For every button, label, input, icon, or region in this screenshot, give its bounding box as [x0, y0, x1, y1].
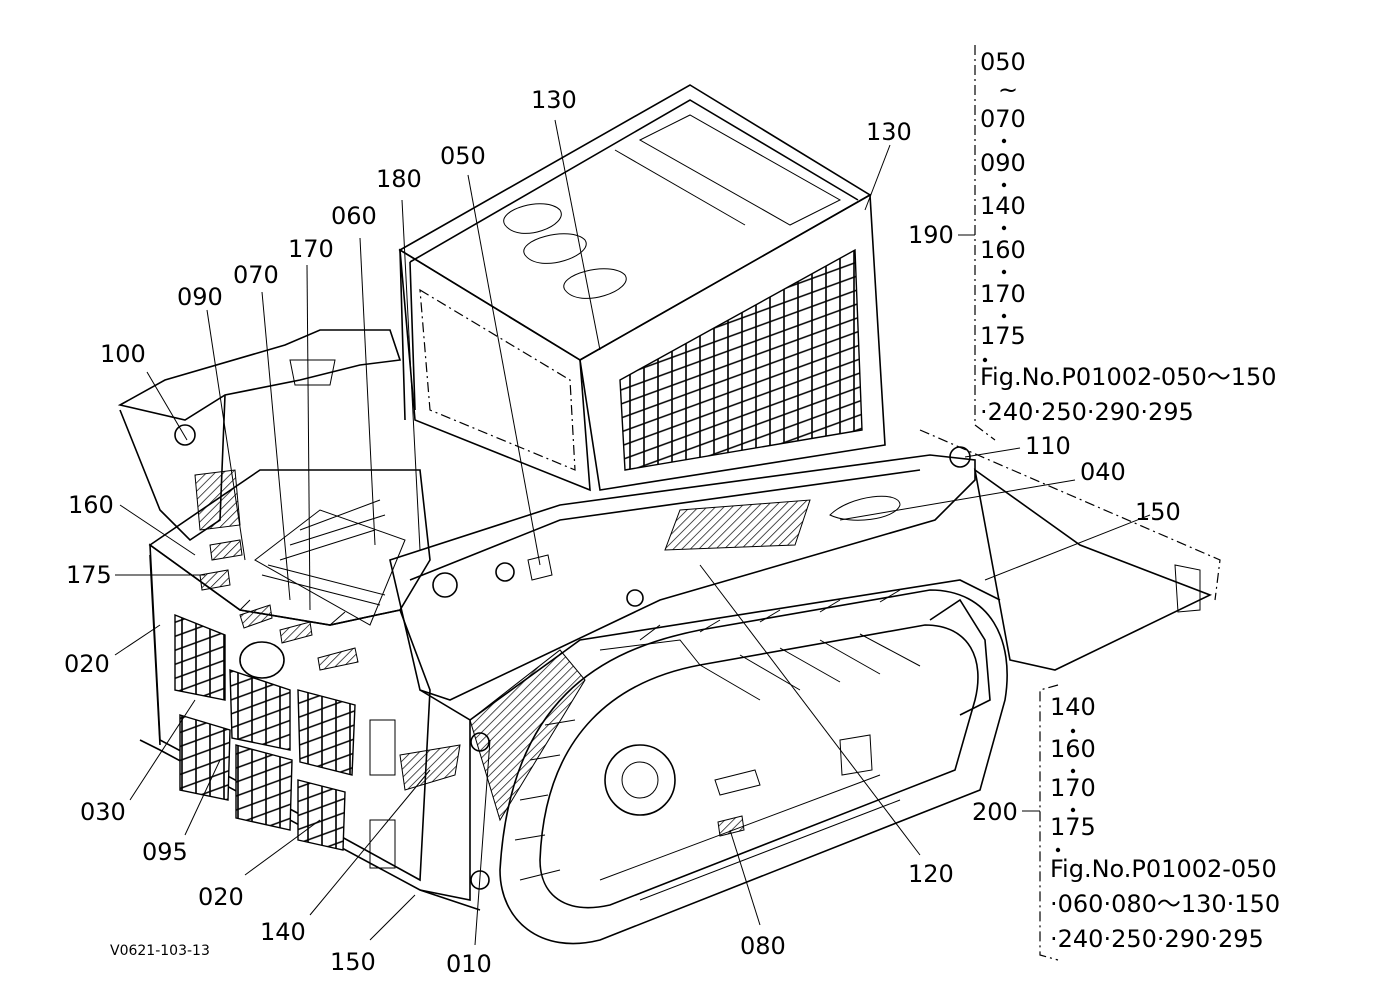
label-040: 040	[1080, 458, 1126, 486]
g200-ref-1: Fig.No.P01002-050	[1050, 855, 1277, 883]
label-080: 080	[740, 932, 786, 960]
g200-item-1: 160	[1050, 735, 1096, 763]
label-140: 140	[260, 918, 306, 946]
g200-item-2: 170	[1050, 774, 1096, 802]
label-170: 170	[288, 235, 334, 263]
label-130-right: 130	[866, 118, 912, 146]
g200-item-0: 140	[1050, 693, 1096, 721]
g190-item-0: 050	[980, 48, 1026, 76]
label-100: 100	[100, 340, 146, 368]
bracket-190	[974, 45, 996, 441]
label-110: 110	[1025, 432, 1071, 460]
drawing-code: V0621-103-13	[110, 943, 210, 959]
g200-ref-2: ·060·080～130·150	[1050, 890, 1280, 918]
label-030: 030	[80, 798, 126, 826]
g190-item-6: 175	[980, 322, 1026, 350]
label-150-bottom: 150	[330, 948, 376, 976]
leader-lines	[114, 119, 1151, 946]
label-020-bottom: 020	[198, 883, 244, 911]
label-175: 175	[66, 561, 112, 589]
label-150-right: 150	[1135, 498, 1181, 526]
label-060: 060	[331, 202, 377, 230]
g190-item-3: 140	[980, 192, 1026, 220]
g200-item-3: 175	[1050, 813, 1096, 841]
label-050: 050	[440, 142, 486, 170]
g190-tilde: ~	[998, 76, 1018, 104]
g190-item-2: 090	[980, 149, 1026, 177]
part-labels: 100 090 070 170 060 180 050 130 130 190 …	[64, 86, 1181, 978]
label-190: 190	[908, 221, 954, 249]
g190-ref-1: Fig.No.P01002-050～150	[980, 363, 1277, 391]
label-010: 010	[446, 950, 492, 978]
label-180: 180	[376, 165, 422, 193]
label-070: 070	[233, 261, 279, 289]
g190-item-4: 160	[980, 236, 1026, 264]
label-095: 095	[142, 838, 188, 866]
label-120: 120	[908, 860, 954, 888]
label-130-left: 130	[531, 86, 577, 114]
g190-item-5: 170	[980, 280, 1026, 308]
bracket-200	[1039, 684, 1059, 961]
g190-ref-2: ·240·250·290·295	[980, 398, 1194, 426]
g190-item-1: 070	[980, 105, 1026, 133]
group-200-list: 140 160 170 175 Fig.No.P01002-050 ·060·0…	[1050, 693, 1280, 953]
label-020-left: 020	[64, 650, 110, 678]
label-200: 200	[972, 798, 1018, 826]
group-190-list: 050 ~ 070 090 140 160 170 175 Fig.No.P01…	[980, 48, 1277, 426]
label-160: 160	[68, 491, 114, 519]
g200-ref-3: ·240·250·290·295	[1050, 925, 1264, 953]
label-090: 090	[177, 283, 223, 311]
